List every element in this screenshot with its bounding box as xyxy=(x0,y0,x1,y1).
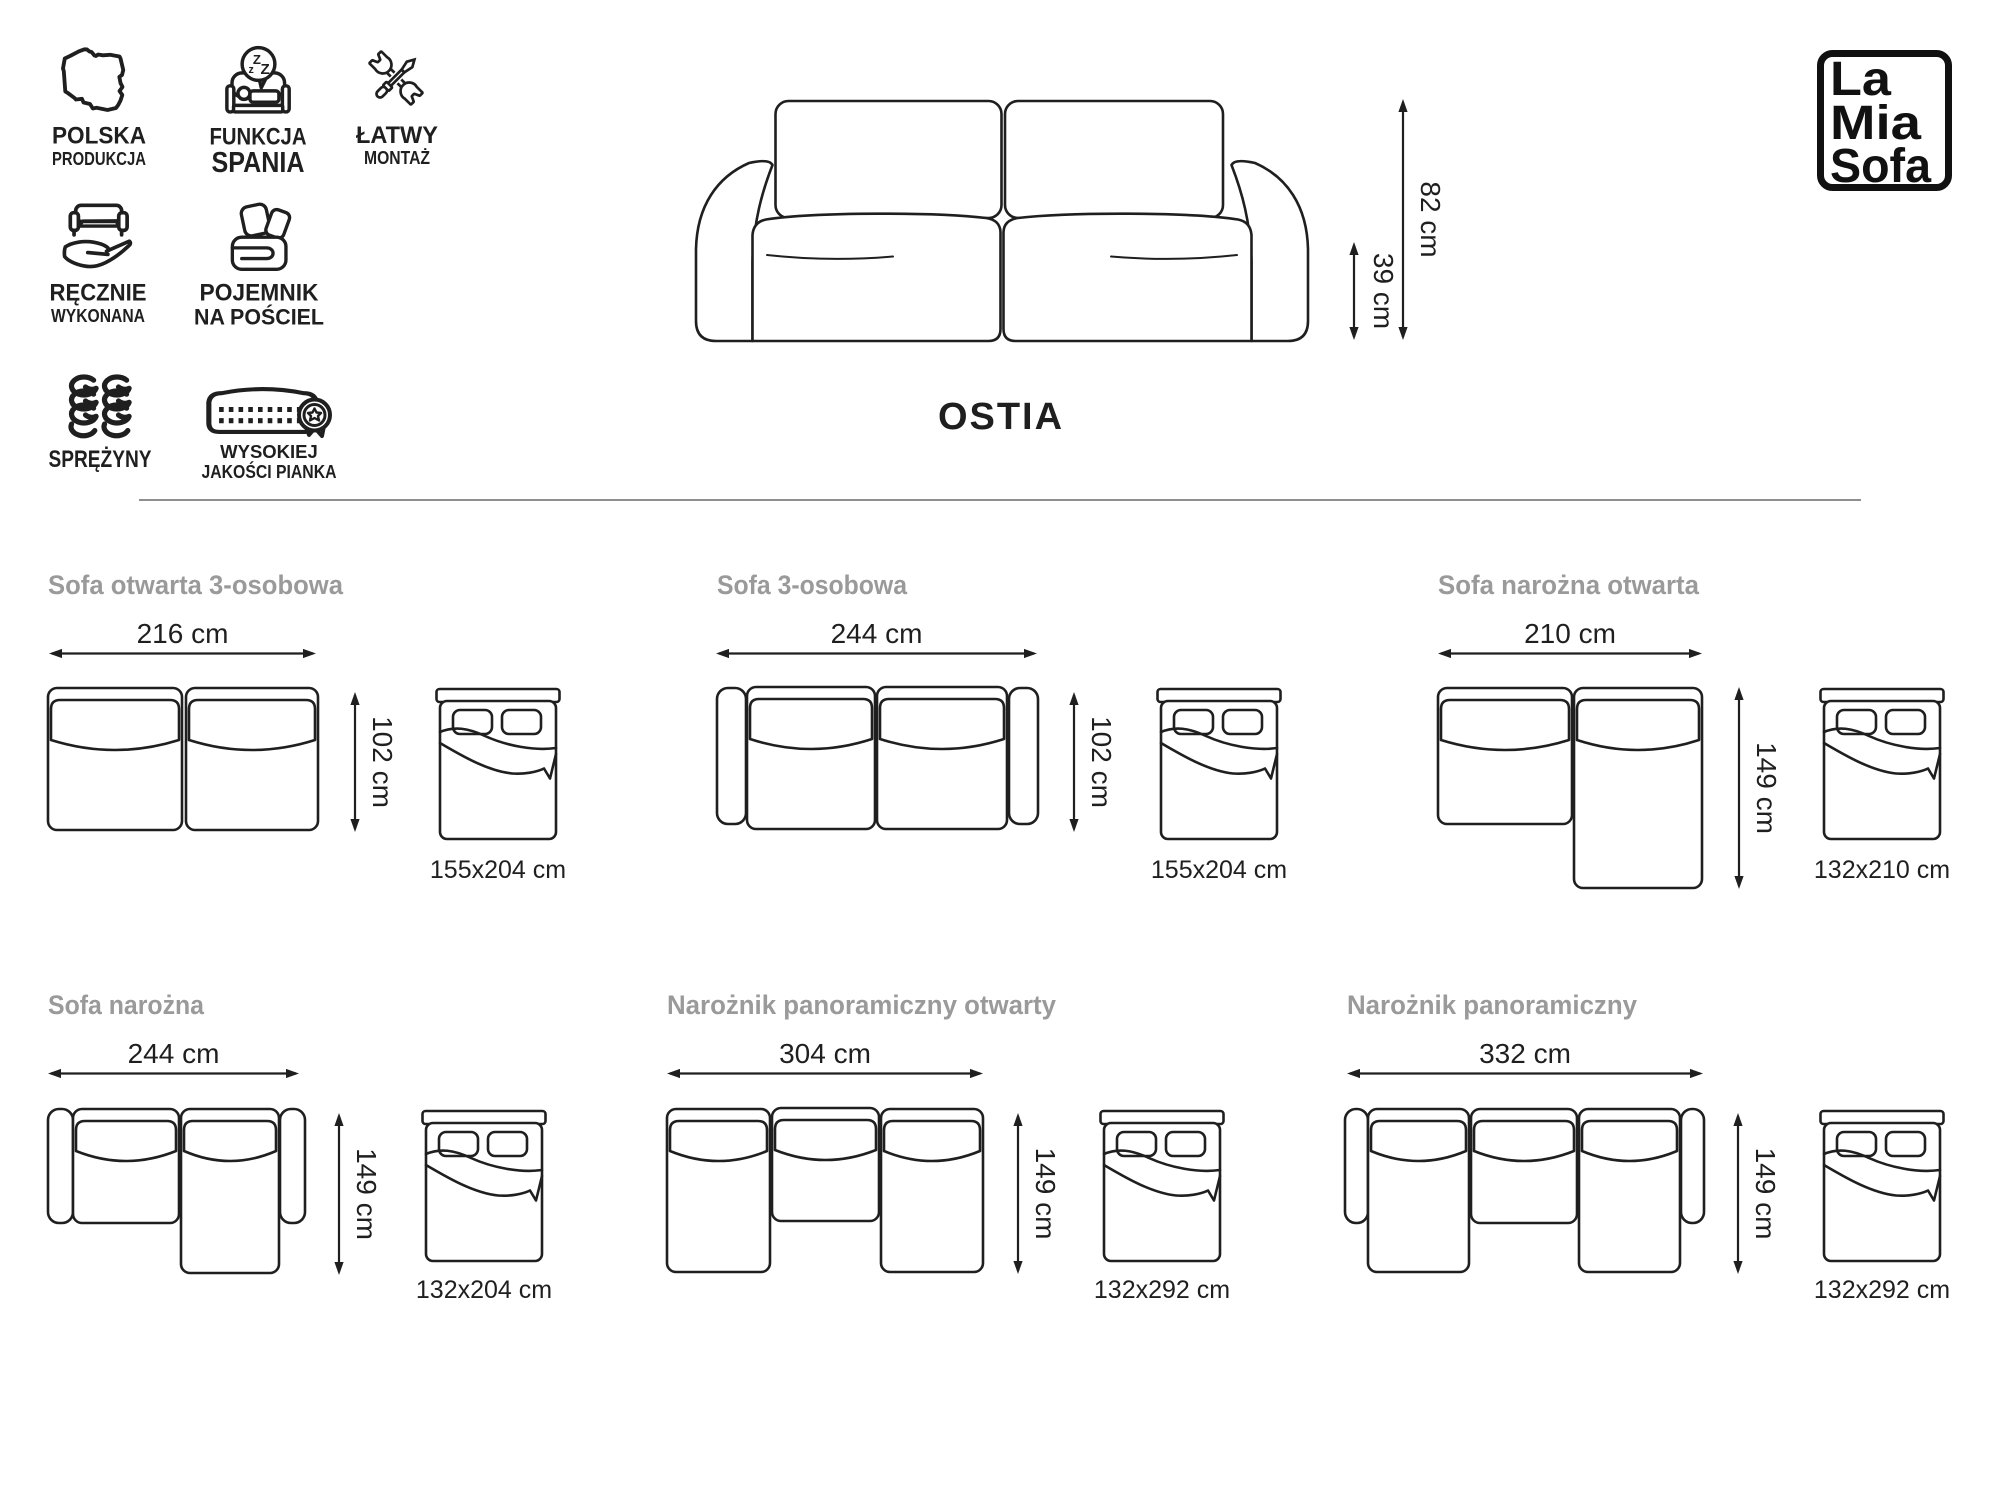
svg-text:La: La xyxy=(1830,53,1891,106)
svg-text:132x292 cm: 132x292 cm xyxy=(1094,1276,1230,1304)
svg-text:39 cm: 39 cm xyxy=(1368,253,1399,329)
svg-text:WYKONANA: WYKONANA xyxy=(51,305,145,326)
svg-text:WYSOKIEJ: WYSOKIEJ xyxy=(220,441,318,462)
svg-text:102 cm: 102 cm xyxy=(367,716,398,808)
svg-text:POLSKA: POLSKA xyxy=(52,123,146,150)
svg-text:82 cm: 82 cm xyxy=(1415,181,1446,257)
svg-text:Sofa: Sofa xyxy=(1830,140,1931,193)
svg-text:Sofa narożna: Sofa narożna xyxy=(48,990,205,1020)
svg-text:OSTIA: OSTIA xyxy=(938,396,1064,438)
svg-text:z: z xyxy=(249,64,254,76)
svg-text:Z: Z xyxy=(253,52,261,67)
svg-text:149 cm: 149 cm xyxy=(351,1148,382,1240)
svg-text:132x210 cm: 132x210 cm xyxy=(1814,856,1950,884)
svg-text:155x204 cm: 155x204 cm xyxy=(430,856,566,884)
svg-text:132x204 cm: 132x204 cm xyxy=(416,1276,552,1304)
svg-text:Narożnik panoramiczny: Narożnik panoramiczny xyxy=(1347,990,1637,1020)
svg-text:RĘCZNIE: RĘCZNIE xyxy=(50,280,147,307)
svg-text:FUNKCJA: FUNKCJA xyxy=(210,124,307,151)
svg-text:Sofa narożna otwarta: Sofa narożna otwarta xyxy=(1438,570,1700,600)
svg-text:149 cm: 149 cm xyxy=(1750,1148,1781,1240)
svg-text:149 cm: 149 cm xyxy=(1030,1148,1061,1240)
svg-text:216 cm: 216 cm xyxy=(137,618,229,649)
svg-text:Narożnik panoramiczny otwarty: Narożnik panoramiczny otwarty xyxy=(667,990,1056,1020)
svg-text:Sofa otwarta 3-osobowa: Sofa otwarta 3-osobowa xyxy=(48,570,344,600)
svg-text:210 cm: 210 cm xyxy=(1524,618,1616,649)
svg-text:102 cm: 102 cm xyxy=(1086,716,1117,808)
svg-text:MONTAŻ: MONTAŻ xyxy=(364,147,430,168)
svg-text:132x292 cm: 132x292 cm xyxy=(1814,1276,1950,1304)
svg-text:304 cm: 304 cm xyxy=(779,1038,871,1069)
svg-text:ŁATWY: ŁATWY xyxy=(356,122,438,149)
svg-text:Mia: Mia xyxy=(1830,97,1921,150)
svg-text:244 cm: 244 cm xyxy=(831,618,923,649)
svg-text:155x204 cm: 155x204 cm xyxy=(1151,856,1287,884)
svg-text:149 cm: 149 cm xyxy=(1751,742,1782,834)
svg-text:Z: Z xyxy=(260,61,269,78)
svg-text:PRODUKCJA: PRODUKCJA xyxy=(52,148,146,169)
svg-text:JAKOŚCI PIANKA: JAKOŚCI PIANKA xyxy=(202,461,337,482)
svg-text:332 cm: 332 cm xyxy=(1479,1038,1571,1069)
svg-text:NA POŚCIEL: NA POŚCIEL xyxy=(194,305,324,330)
svg-text:Sofa 3-osobowa: Sofa 3-osobowa xyxy=(717,570,908,600)
svg-text:POJEMNIK: POJEMNIK xyxy=(200,280,320,307)
svg-text:244 cm: 244 cm xyxy=(128,1038,220,1069)
svg-text:SPANIA: SPANIA xyxy=(212,147,305,179)
svg-text:SPRĘŻYNY: SPRĘŻYNY xyxy=(49,446,152,473)
